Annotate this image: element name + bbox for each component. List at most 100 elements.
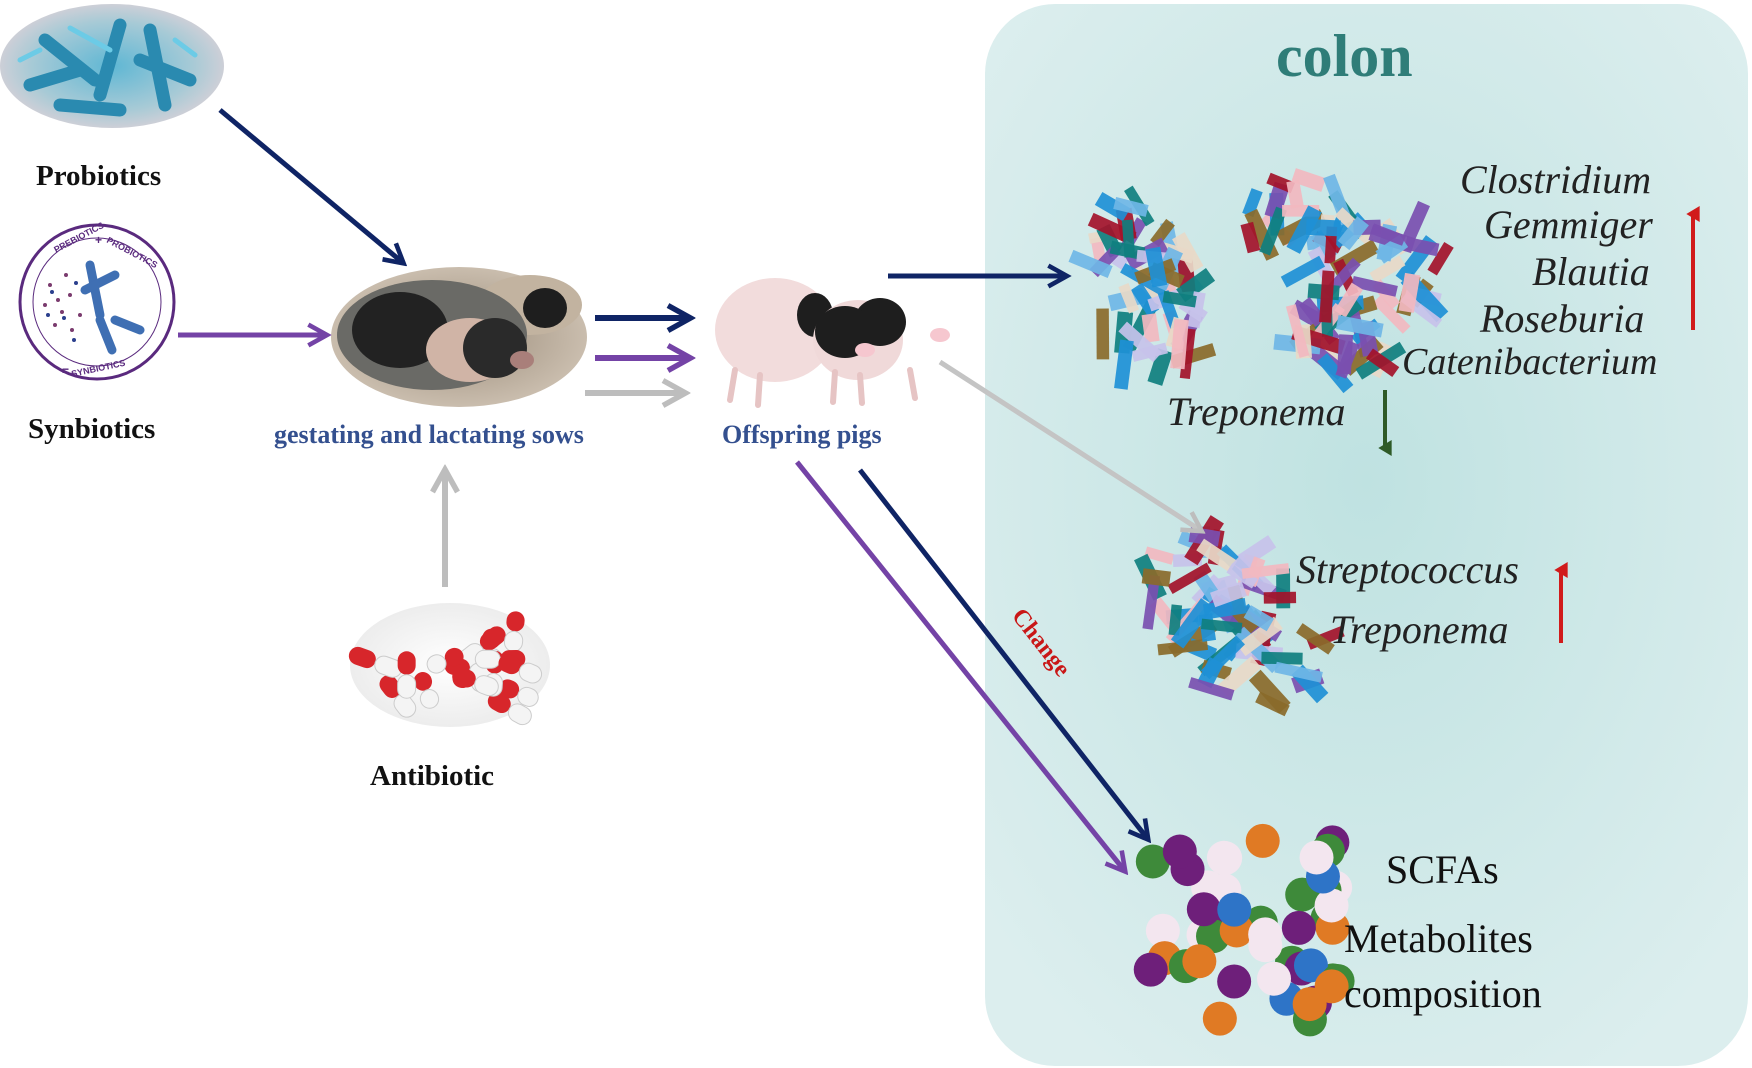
bacteria-rod <box>1291 168 1326 192</box>
bacteria-rod <box>1369 255 1406 284</box>
bacteria-rod <box>1259 206 1287 256</box>
probiotics-bacteria-image <box>0 4 224 128</box>
synbiotics-badge: PREBIOTICS + PROBIOTICS = SYNBIOTICS <box>18 220 176 381</box>
metabolite-dot <box>1257 961 1292 996</box>
bacteria-rod <box>1167 562 1212 594</box>
metabolite-dot <box>1217 964 1252 999</box>
antibiotic-capsule <box>379 675 417 718</box>
bacteria-rod <box>1240 221 1261 254</box>
metabolite-dot <box>1162 834 1197 869</box>
metabolite-dot <box>1202 1001 1237 1036</box>
badge-plus-text: + <box>95 233 102 247</box>
antibiotic-capsule <box>487 692 532 726</box>
taxon-roseburia: Roseburia <box>1480 296 1645 341</box>
bacteria-rod <box>1147 348 1173 386</box>
bacteria-rod <box>1365 348 1400 378</box>
bacteria-rod <box>1162 290 1197 308</box>
bacteria-rod <box>1141 568 1171 587</box>
bacteria-rod <box>1210 581 1247 608</box>
offspring-label: Offspring pigs <box>722 420 882 449</box>
bacteria-rod <box>1121 219 1136 258</box>
antibiotic-capsule <box>348 646 403 678</box>
antibiotic-capsule <box>498 679 539 707</box>
bacteria-rod <box>1188 677 1235 701</box>
bacteria-rod <box>1398 272 1421 313</box>
metabolite-dot <box>1217 892 1252 927</box>
bacteria-rod <box>1317 353 1354 394</box>
bacteria-rod <box>1150 218 1175 247</box>
bacteria-rod <box>1286 179 1304 209</box>
bacteria-rod <box>1236 616 1283 657</box>
arrow-offspring-to-metabolites-purple <box>795 460 1124 870</box>
metabolite-dot <box>1292 987 1327 1022</box>
colon-bacteria-cluster-1 <box>1068 168 1454 394</box>
bacteria-rod <box>1351 276 1398 297</box>
synbiotics-label: Synbiotics <box>28 413 156 445</box>
antibiotic-capsule <box>413 672 440 709</box>
bacteria-rod <box>1217 656 1262 697</box>
taxon-blautia: Blautia <box>1532 249 1650 294</box>
bacteria-rod <box>1305 218 1341 237</box>
offspring-pigs-image <box>715 278 950 408</box>
colon-title: colon <box>1276 23 1413 89</box>
metabolite-dots <box>1133 823 1355 1037</box>
antibiotic-capsule <box>426 647 464 674</box>
bacteria-rod <box>1286 205 1322 254</box>
metabolite-dot <box>1145 913 1180 948</box>
bacteria-rod <box>1335 315 1384 338</box>
antibiotic-capsule <box>498 654 543 684</box>
bacteria-rod <box>1113 197 1149 217</box>
colon-bacteria-cluster-2 <box>1134 515 1345 717</box>
bacteria-rod <box>1144 546 1175 565</box>
metabolite-dot <box>1133 952 1168 987</box>
bacteria-rod <box>1427 242 1454 276</box>
bacteria-rod <box>1096 308 1110 360</box>
bacteria-rod <box>1068 249 1113 278</box>
metabolite-dot <box>1299 840 1334 875</box>
bacteria-rod <box>1176 268 1216 303</box>
antibiotic-capsule <box>397 651 417 699</box>
bacteria-rod <box>1261 651 1303 665</box>
bacteria-rod <box>1243 605 1275 632</box>
probiotics-label: Probiotics <box>36 160 162 192</box>
arrow-offspring-to-metabolites-navy <box>858 468 1147 838</box>
bacteria-rod <box>1170 319 1189 370</box>
bacteria-rod <box>1187 291 1206 329</box>
bacteria-rod <box>1280 255 1326 288</box>
bacteria-rod <box>1248 669 1291 714</box>
antibiotic-label: Antibiotic <box>370 760 495 792</box>
bacteria-rod <box>1145 246 1168 288</box>
bacteria-rod <box>1370 223 1406 246</box>
taxon-streptococcus: Streptococcus <box>1296 547 1519 592</box>
taxon-treponema-decreased: Treponema <box>1167 389 1346 434</box>
bacteria-rod <box>1141 313 1160 343</box>
bacteria-rod <box>1372 295 1411 334</box>
metabolite-dot <box>1293 948 1328 983</box>
bacteria-rod <box>1114 339 1134 390</box>
bacteria-rod <box>1403 200 1430 241</box>
bacteria-rod <box>1196 538 1238 573</box>
bacteria-rod <box>1094 191 1131 222</box>
metabolite-dot <box>1248 917 1283 952</box>
metabolite-composition: composition <box>1344 971 1542 1016</box>
metabolite-dot <box>1135 844 1170 879</box>
bacteria-rod <box>1285 304 1310 358</box>
metabolite-dot <box>1206 840 1241 875</box>
bacteria-rod <box>1334 282 1363 318</box>
bacteria-rod <box>1131 342 1168 362</box>
metabolite-dot <box>1186 892 1221 927</box>
metabolite-dot <box>1182 944 1217 979</box>
taxon-treponema-increased: Treponema <box>1330 607 1509 652</box>
metabolite-metabolites: Metabolites <box>1344 916 1533 961</box>
bacteria-rod <box>1118 283 1140 314</box>
bacteria-rod <box>1296 623 1335 655</box>
metabolite-scfas: SCFAs <box>1386 847 1499 892</box>
bacteria-rod <box>1274 661 1323 683</box>
bacteria-rod <box>1172 232 1204 273</box>
taxon-clostridium: Clostridium <box>1460 157 1652 202</box>
bacteria-rod <box>1319 270 1335 323</box>
metabolite-dot <box>1314 888 1349 923</box>
bacteria-rod <box>1226 563 1258 589</box>
bacteria-rod <box>1170 598 1214 649</box>
